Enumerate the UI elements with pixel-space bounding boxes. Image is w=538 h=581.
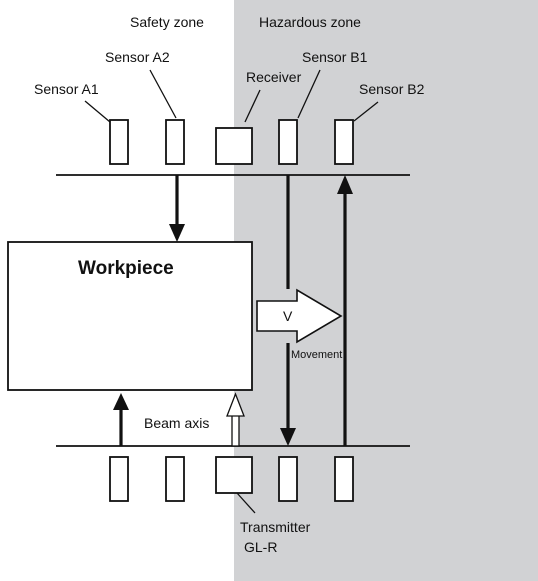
- sensor-a1-leader: [84, 100, 111, 123]
- velocity-label: V: [283, 308, 293, 324]
- movement-arrow: [256, 288, 343, 344]
- hazardous-zone-label: Hazardous zone: [259, 14, 361, 30]
- safety-zone-label: Safety zone: [130, 14, 204, 30]
- sensor-b1-leader: [297, 69, 321, 119]
- sensor-a1-top: [109, 119, 129, 165]
- beam-axis-label: Beam axis: [144, 415, 209, 431]
- sensor-a2-arrowhead: [169, 224, 185, 242]
- sensor-a2-label: Sensor A2: [105, 49, 170, 65]
- transmitter-label: Transmitter: [240, 519, 311, 535]
- sensor-a1-label: Sensor A1: [34, 81, 99, 97]
- sensor-a2-leader: [149, 69, 177, 119]
- receiver-box: [215, 127, 253, 165]
- sensor-b2-label: Sensor B2: [359, 81, 425, 97]
- transmitter-model-label: GL-R: [244, 539, 277, 555]
- receiver-label: Receiver: [246, 69, 302, 85]
- transmitter-box: [215, 456, 253, 494]
- sensor-a1-bottom: [109, 456, 129, 502]
- sensor-b2-arrowhead: [337, 175, 353, 194]
- workpiece-label: Workpiece: [78, 258, 174, 279]
- workpiece: [7, 241, 253, 391]
- sensor-a2-bottom: [165, 456, 185, 502]
- beam-axis-shaft: [231, 413, 240, 447]
- beam-axis-arrowhead: [226, 392, 245, 417]
- sensor-a1-arrowhead: [113, 393, 129, 410]
- sensor-a2-top: [165, 119, 185, 165]
- transmitter-leader: [236, 492, 256, 514]
- sensor-b2-bottom: [334, 456, 354, 502]
- sensor-b1-label: Sensor B1: [302, 49, 368, 65]
- sensor-b1-top: [278, 119, 298, 165]
- sensor-b2-top: [334, 119, 354, 165]
- sensor-b1-arrowhead: [280, 428, 296, 446]
- sensor-b2-leader: [353, 101, 379, 122]
- movement-label: Movement: [291, 349, 342, 361]
- receiver-leader: [244, 89, 261, 123]
- sensor-b1-bottom: [278, 456, 298, 502]
